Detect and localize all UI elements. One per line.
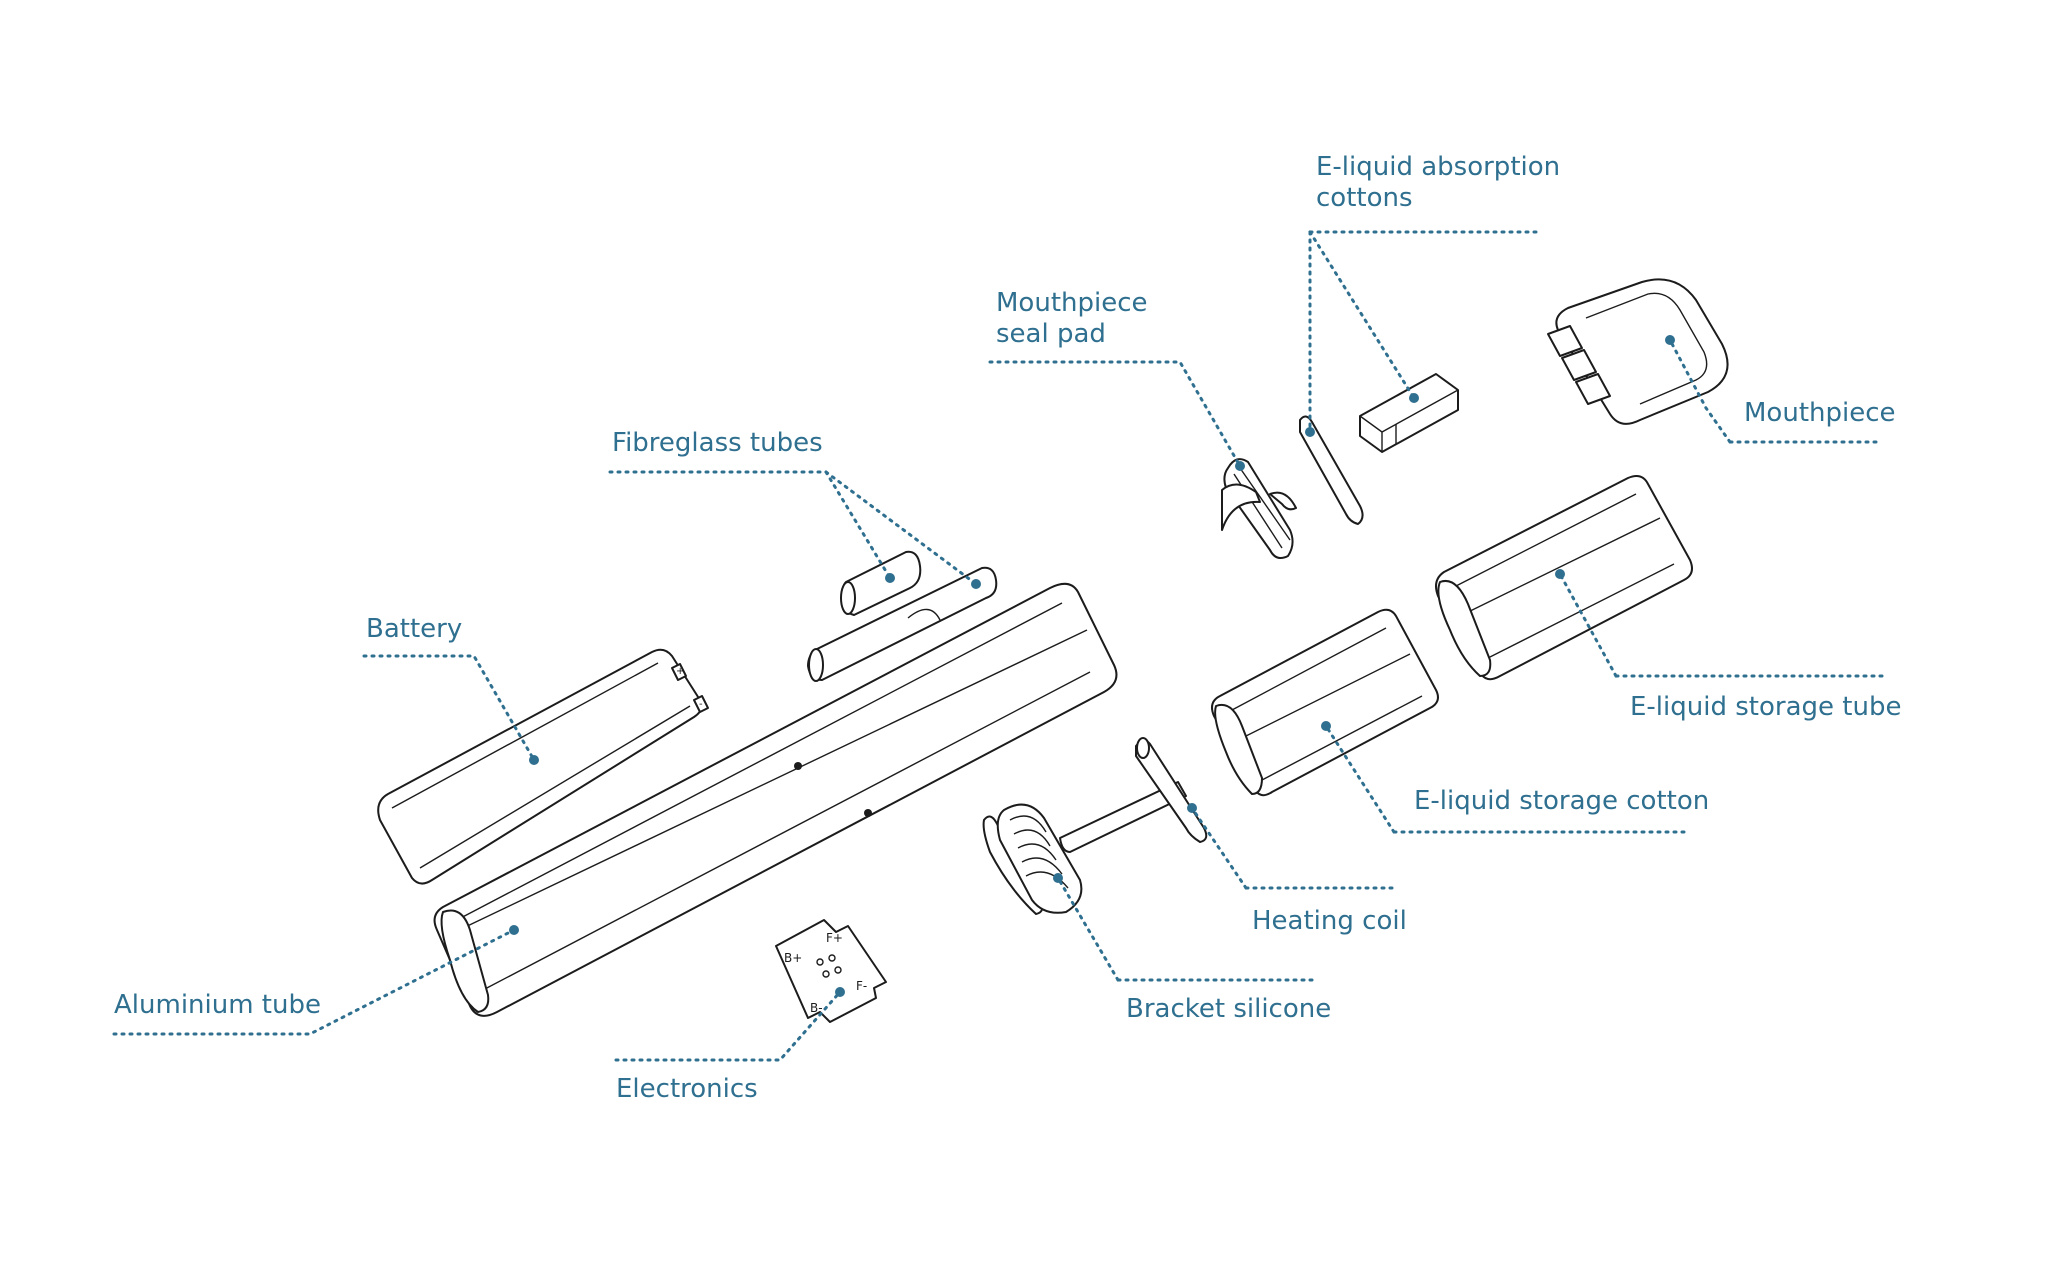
label-fibreglass-tubes: Fibreglass tubes: [612, 428, 823, 458]
pcb-marking-f-plus: F+: [826, 931, 843, 945]
battery-terminal-plus: +: [676, 666, 684, 677]
absorption-cottons-part: [1359, 373, 1459, 453]
label-absorption-cottons-line1: E-liquid absorption: [1316, 152, 1561, 182]
anchor-dots: [509, 335, 1675, 997]
label-battery: Battery: [366, 614, 463, 644]
dot-storage-cotton: [1321, 721, 1331, 731]
battery-part: + -: [377, 648, 709, 885]
label-bracket-silicone: Bracket silicone: [1126, 994, 1332, 1024]
battery-terminal-minus: -: [699, 699, 703, 710]
label-absorption-cottons: E-liquid absorption cottons: [1316, 152, 1560, 214]
dot-bracket-silicone: [1053, 873, 1063, 883]
label-heating-coil: Heating coil: [1252, 906, 1407, 936]
pcb-marking-b-minus: B-: [810, 1001, 823, 1015]
label-seal-pad-line1: Mouthpiece: [996, 288, 1148, 318]
bracket-silicone-part: [982, 781, 1187, 915]
fibreglass-tubes-part: [807, 550, 998, 682]
label-seal-pad: Mouthpiece seal pad: [996, 288, 1148, 350]
label-storage-tube: E-liquid storage tube: [1630, 692, 1902, 722]
label-mouthpiece: Mouthpiece: [1744, 398, 1896, 428]
mouthpiece-part: [1547, 278, 1729, 425]
label-absorption-cottons-line2: cottons: [1316, 183, 1413, 213]
dot-fibreglass-2: [971, 579, 981, 589]
pcb-marking-b-plus: B+: [784, 951, 802, 965]
dot-heating-coil: [1187, 803, 1197, 813]
aluminium-tube-part: [433, 582, 1118, 1017]
label-aluminium-tube: Aluminium tube: [114, 990, 321, 1020]
dot-fibreglass-1: [885, 573, 895, 583]
dot-battery: [529, 755, 539, 765]
mouthpiece-seal-pad-part: [1221, 415, 1364, 559]
dot-electronics: [835, 987, 845, 997]
label-storage-cotton: E-liquid storage cotton: [1414, 786, 1710, 816]
label-electronics: Electronics: [616, 1074, 758, 1104]
heating-coil-part: [1135, 737, 1208, 843]
dot-mouthpiece: [1665, 335, 1675, 345]
storage-tube-part: [1435, 475, 1693, 681]
dot-storage-tube: [1555, 569, 1565, 579]
leader-lines: [112, 230, 1884, 1062]
dot-aluminium-tube: [509, 925, 519, 935]
dot-seal-pad: [1235, 461, 1245, 471]
storage-cotton-part: [1211, 608, 1439, 797]
dot-absorption-cottons: [1409, 393, 1419, 403]
pcb-marking-f-minus: F-: [856, 979, 867, 993]
electronics-part: F+ F- B+ B-: [775, 919, 887, 1023]
label-seal-pad-line2: seal pad: [996, 319, 1106, 349]
dot-seal-pad-b: [1305, 427, 1315, 437]
